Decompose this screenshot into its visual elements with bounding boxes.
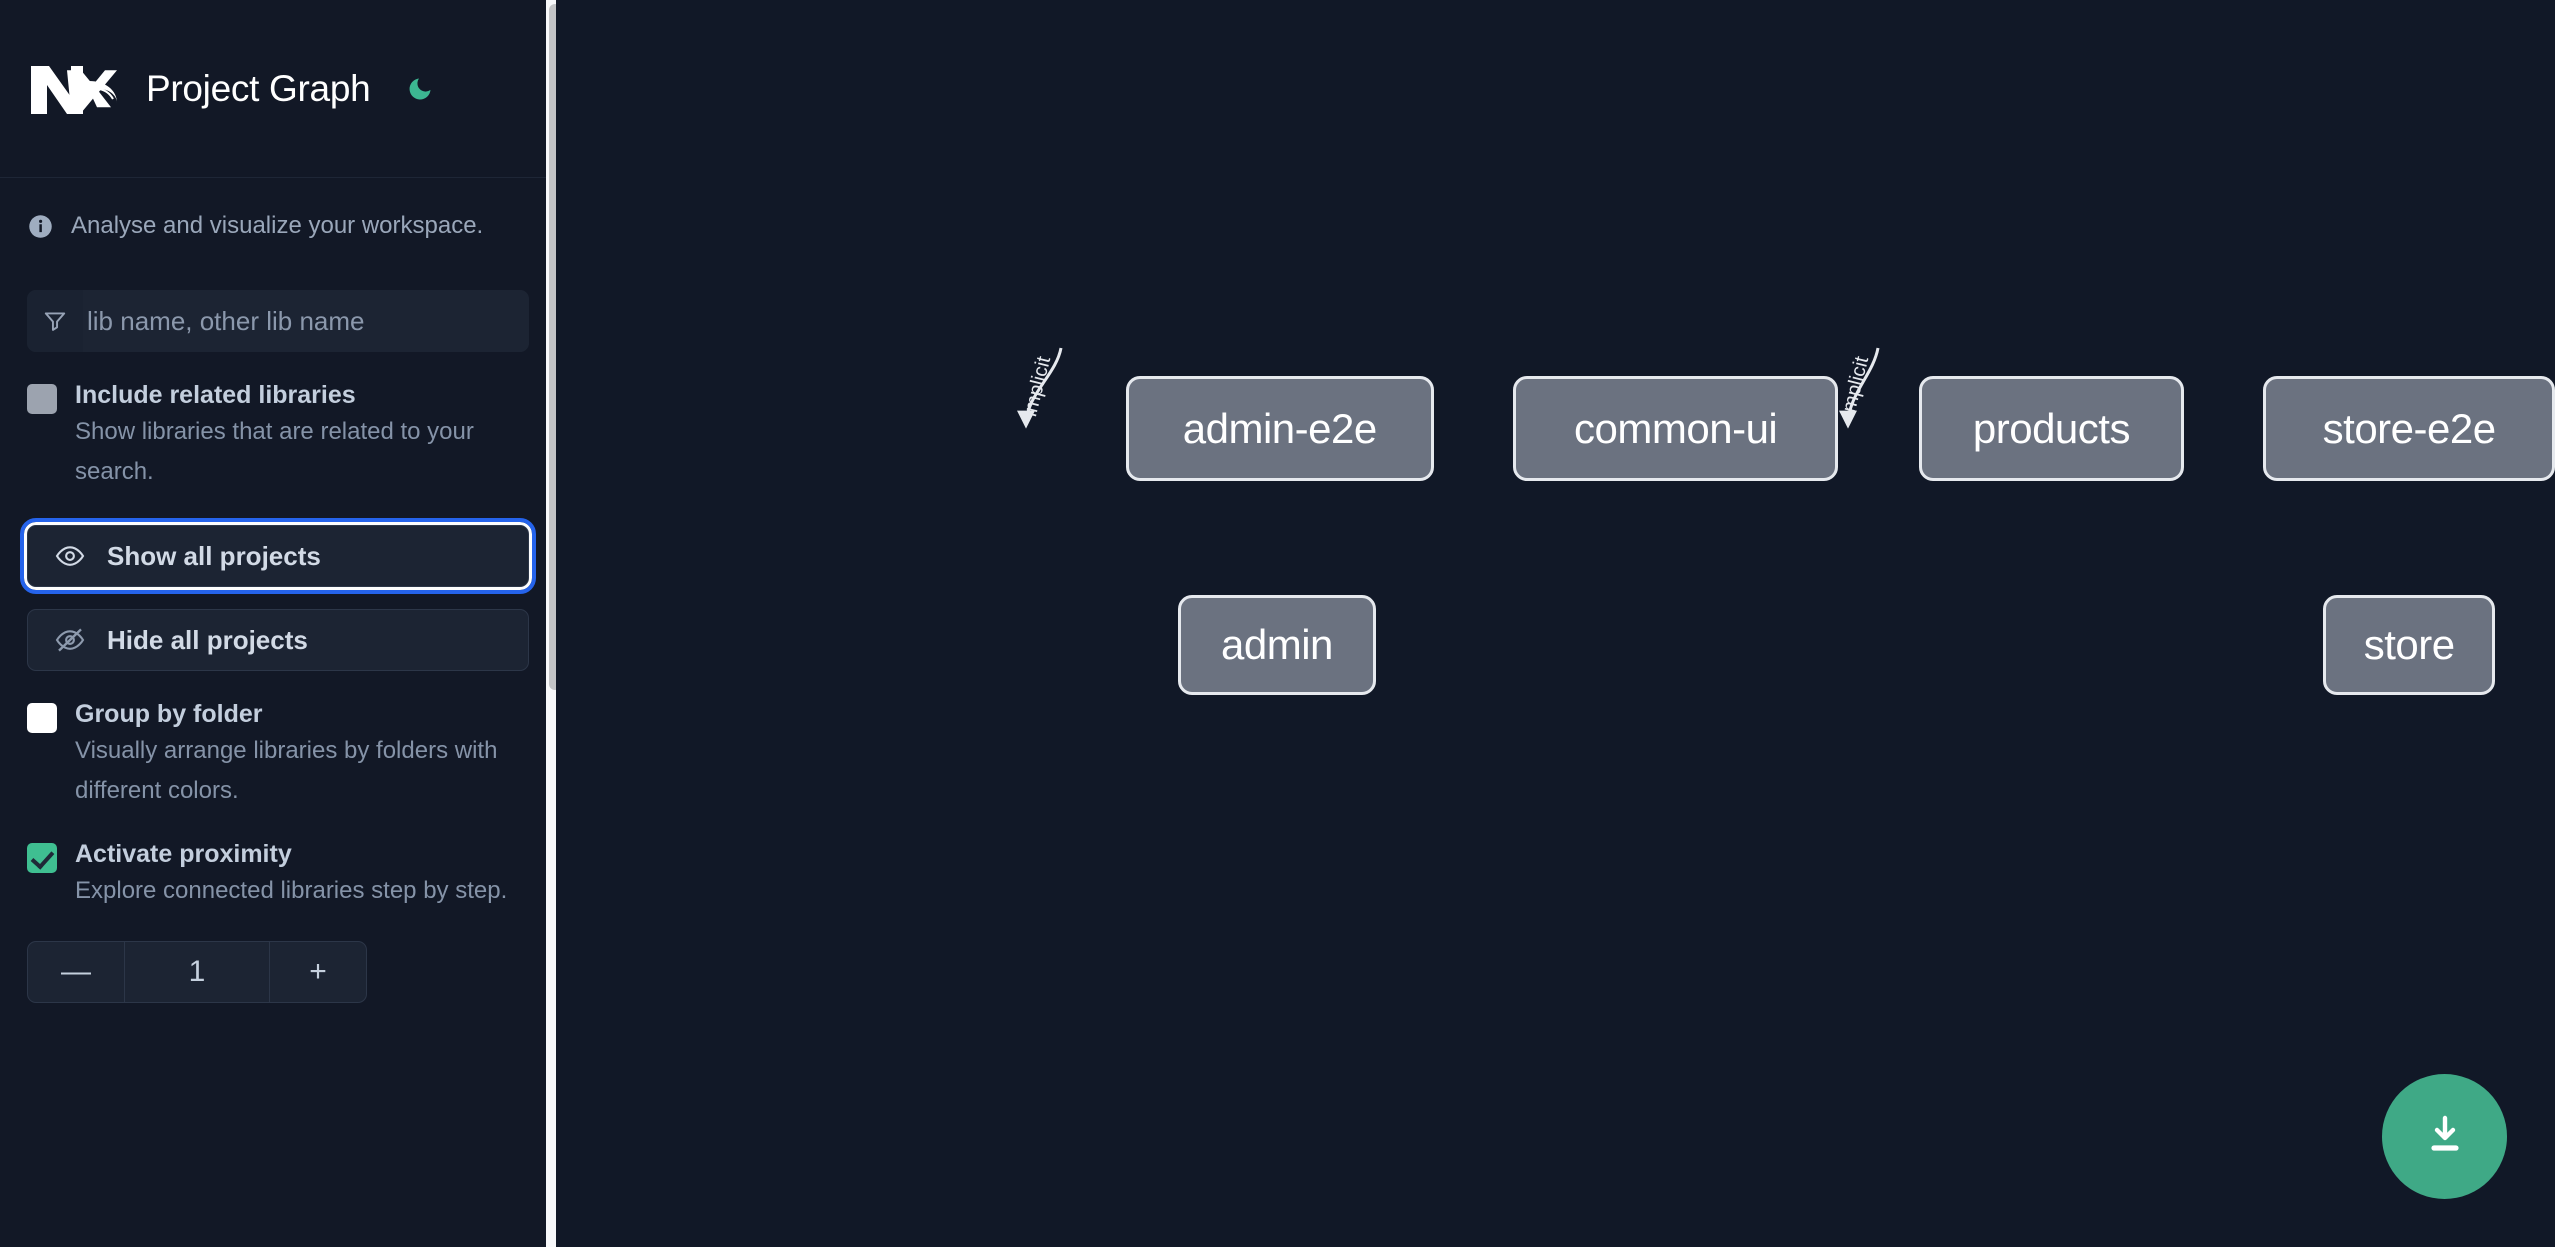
eye-icon bbox=[53, 539, 87, 573]
info-icon bbox=[27, 213, 54, 240]
option-subtitle: Show libraries that are related to your … bbox=[75, 418, 474, 485]
stepper-increment-button[interactable]: + bbox=[269, 942, 366, 1002]
option-title: Group by folder bbox=[75, 700, 263, 728]
stepper-decrement-button[interactable]: — bbox=[28, 942, 125, 1002]
edge-store-e2e-store bbox=[1839, 347, 1880, 429]
show-all-projects-button[interactable]: Show all projects bbox=[20, 518, 536, 594]
proximity-stepper[interactable]: — 1 + bbox=[27, 941, 367, 1003]
option-subtitle: Explore connected libraries step by step… bbox=[75, 877, 508, 904]
search-box[interactable] bbox=[27, 290, 529, 352]
workspace-description: Analyse and visualize your workspace. bbox=[0, 178, 556, 274]
hide-all-projects-button[interactable]: Hide all projects bbox=[27, 609, 529, 671]
option-group-by-folder[interactable]: Group by folder Visually arrange librari… bbox=[27, 698, 529, 811]
filter-funnel-icon bbox=[27, 290, 83, 352]
sidebar-header: Project Graph bbox=[0, 0, 556, 178]
sidebar-body: Include related libraries Show libraries… bbox=[0, 290, 556, 1003]
download-graph-button[interactable] bbox=[2382, 1074, 2507, 1199]
hide-all-projects-label: Hide all projects bbox=[107, 624, 308, 655]
include-related-libraries-checkbox[interactable] bbox=[27, 384, 57, 414]
show-all-projects-label: Show all projects bbox=[107, 540, 321, 571]
sidebar: Project Graph Analyse and visualize your… bbox=[0, 0, 556, 1247]
option-title: Include related libraries bbox=[75, 381, 356, 409]
graph-node-store[interactable]: store bbox=[2323, 594, 2496, 695]
edge-label-implicit: implicit bbox=[1837, 354, 1873, 419]
edge-label-implicit: implicit bbox=[1019, 354, 1055, 419]
nx-logo-icon bbox=[27, 59, 119, 119]
sidebar-scrollbar-thumb[interactable] bbox=[549, 4, 556, 690]
download-icon bbox=[2421, 1111, 2469, 1162]
graph-node-products[interactable]: products bbox=[1918, 376, 2185, 481]
visibility-button-group: Show all projects Hide all projects bbox=[20, 518, 536, 671]
option-subtitle: Visually arrange libraries by folders wi… bbox=[75, 737, 498, 804]
stepper-value: 1 bbox=[188, 955, 206, 988]
graph-node-admin-e2e[interactable]: admin-e2e bbox=[1125, 376, 1434, 481]
search-input[interactable] bbox=[83, 290, 529, 352]
graph-node-admin[interactable]: admin bbox=[1178, 594, 1376, 695]
eye-off-icon bbox=[53, 623, 87, 657]
edge-admin-e2e-admin bbox=[1017, 347, 1063, 429]
activate-proximity-checkbox[interactable] bbox=[27, 843, 57, 873]
option-activate-proximity[interactable]: Activate proximity Explore connected lib… bbox=[27, 838, 529, 911]
moon-icon[interactable] bbox=[400, 69, 440, 109]
graph-node-store-e2e[interactable]: store-e2e bbox=[2263, 376, 2555, 481]
group-by-folder-checkbox[interactable] bbox=[27, 703, 57, 733]
page-title: Project Graph bbox=[146, 67, 371, 109]
graph-edges-layer: implicit implicit bbox=[1017, 347, 1880, 429]
project-graph-canvas[interactable]: implicit implicit admin-e2e common-ui pr… bbox=[556, 0, 2555, 1247]
option-title: Activate proximity bbox=[75, 840, 292, 868]
option-include-related-libraries[interactable]: Include related libraries Show libraries… bbox=[27, 379, 529, 492]
workspace-description-text: Analyse and visualize your workspace. bbox=[71, 212, 484, 239]
graph-node-common-ui[interactable]: common-ui bbox=[1513, 376, 1839, 481]
